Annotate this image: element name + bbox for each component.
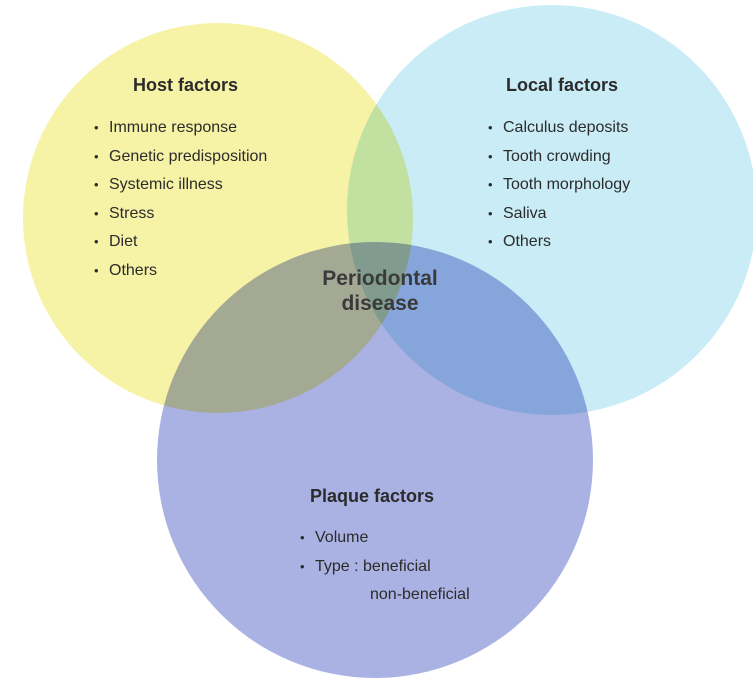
list-item: •Calculus deposits xyxy=(488,114,630,143)
list-item: •Stress xyxy=(94,200,267,229)
center-line-2: disease xyxy=(341,292,419,315)
periodontal-disease-label: Periodontal disease xyxy=(285,266,475,316)
list-item: •Others xyxy=(488,228,630,257)
bullet-icon: • xyxy=(488,148,493,164)
list-item: non-beneficial xyxy=(370,586,470,603)
bullet-icon: • xyxy=(94,120,99,135)
bullet-icon: • xyxy=(488,205,493,221)
bullet-icon: • xyxy=(488,120,493,135)
bullet-icon: • xyxy=(488,234,493,249)
center-line-1: Periodontal xyxy=(322,267,438,290)
list-item: •Systemic illness xyxy=(94,171,267,200)
list-item: •Tooth morphology xyxy=(488,171,630,200)
local-factors-list: •Calculus deposits •Tooth crowding •Toot… xyxy=(488,114,630,257)
bullet-icon: • xyxy=(300,558,305,574)
host-factors-title: Host factors xyxy=(133,75,239,95)
list-item: •Volume xyxy=(300,524,470,553)
plaque-factors-list: •Volume •Type : beneficial non-beneficia… xyxy=(300,524,470,610)
list-item: •Genetic predisposition xyxy=(94,143,267,172)
bullet-icon: • xyxy=(94,262,99,278)
plaque-factors-circle xyxy=(157,242,593,678)
list-item: •Type : beneficial xyxy=(300,553,470,582)
list-item: •Saliva xyxy=(488,200,630,229)
list-item: •Immune response xyxy=(94,114,267,143)
local-factors-title: Local factors xyxy=(506,75,619,95)
bullet-icon: • xyxy=(94,177,99,192)
list-item: •Tooth crowding xyxy=(488,143,630,172)
bullet-icon: • xyxy=(94,234,99,249)
bullet-icon: • xyxy=(94,148,99,164)
list-item: •Diet xyxy=(94,228,267,257)
bullet-icon: • xyxy=(300,530,305,545)
list-item: •Others xyxy=(94,257,267,286)
plaque-factors-title: Plaque factors xyxy=(310,486,435,506)
bullet-icon: • xyxy=(488,177,493,192)
host-factors-list: •Immune response •Genetic predisposition… xyxy=(94,114,267,285)
bullet-icon: • xyxy=(94,205,99,221)
